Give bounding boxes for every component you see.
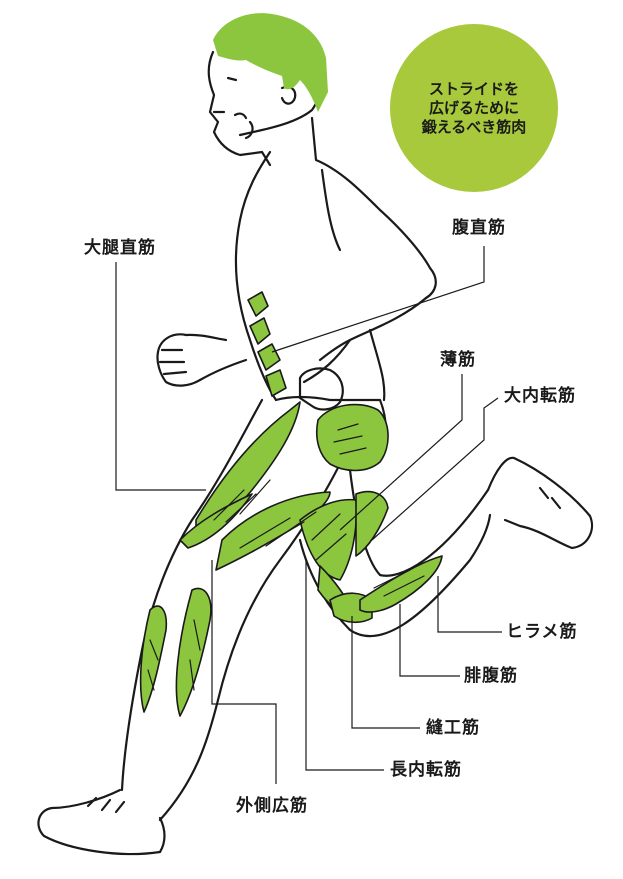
label-gracilis: 薄筋 <box>440 350 476 370</box>
fist <box>156 333 248 387</box>
abdominis-muscle-2 <box>249 317 271 345</box>
torso <box>234 116 437 402</box>
back-shoe <box>486 456 594 550</box>
leader-lines <box>115 246 502 784</box>
label-sartorius: 縫工筋 <box>426 718 480 738</box>
abdominis-muscle-3 <box>257 343 281 371</box>
hand <box>298 367 344 411</box>
leader-adductor-longus <box>305 560 384 771</box>
label-rectus-abdominis: 腹直筋 <box>452 218 506 238</box>
label-gastrocnemius: 腓腹筋 <box>464 666 518 686</box>
badge-line-1: ストライドを <box>428 79 519 98</box>
abdominis-muscle-4 <box>265 369 287 397</box>
muscle-striations <box>147 423 425 691</box>
leader-vastus-lateralis <box>211 560 277 784</box>
leader-adductor-magnus <box>371 397 499 541</box>
leader-gracilis <box>339 374 463 531</box>
label-adductor-longus: 長内転筋 <box>390 760 462 780</box>
label-rectus-femoris: 大腿直筋 <box>84 238 156 258</box>
vastus-lateralis-muscle <box>179 493 253 549</box>
shin-muscle-1 <box>139 605 168 713</box>
shin-muscle-2 <box>175 587 212 717</box>
ear <box>280 85 297 105</box>
title-badge: ストライドを 広げるために 鍛えるべき筋肉 <box>390 24 558 192</box>
leader-gastrocnemius <box>399 604 460 677</box>
hair <box>213 13 328 113</box>
leader-rectus-abdominis <box>271 246 485 353</box>
leader-soleus <box>437 576 502 633</box>
badge-line-3: 鍛えるべき筋肉 <box>421 117 527 136</box>
leader-rectus-femoris <box>115 262 206 491</box>
muscles <box>139 291 443 717</box>
badge-line-2: 広げるために <box>428 98 519 117</box>
leader-sartorius <box>351 616 420 729</box>
abdominis-muscle-1 <box>247 291 269 317</box>
label-adductor-magnus: 大内転筋 <box>504 386 576 406</box>
adductor-longus-muscle <box>299 498 358 581</box>
label-vastus-lateralis: 外側広筋 <box>236 796 308 816</box>
front-shoe <box>37 788 166 856</box>
label-soleus: ヒラメ筋 <box>506 622 578 642</box>
